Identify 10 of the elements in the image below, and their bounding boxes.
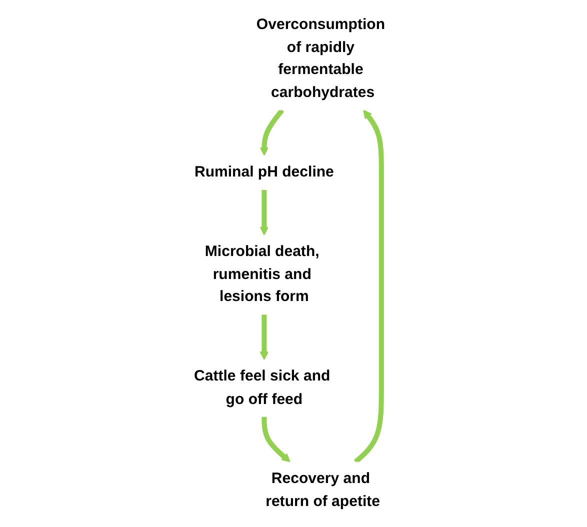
arrow bbox=[354, 110, 384, 464]
node-text: Microbial death, rumenitis and lesions form bbox=[204, 242, 320, 306]
arrow bbox=[262, 416, 290, 462]
node-text: Ruminal pH decline bbox=[194, 163, 334, 180]
arrow bbox=[260, 314, 269, 360]
node-text: Cattle feel sick and go off feed bbox=[194, 368, 330, 408]
arrow bbox=[260, 190, 269, 236]
arrow bbox=[260, 108, 284, 156]
node-text: Overconsumption of rapidly fermentable carbohydrates bbox=[256, 16, 386, 101]
node-text: Recovery and return of apetite bbox=[266, 470, 380, 510]
